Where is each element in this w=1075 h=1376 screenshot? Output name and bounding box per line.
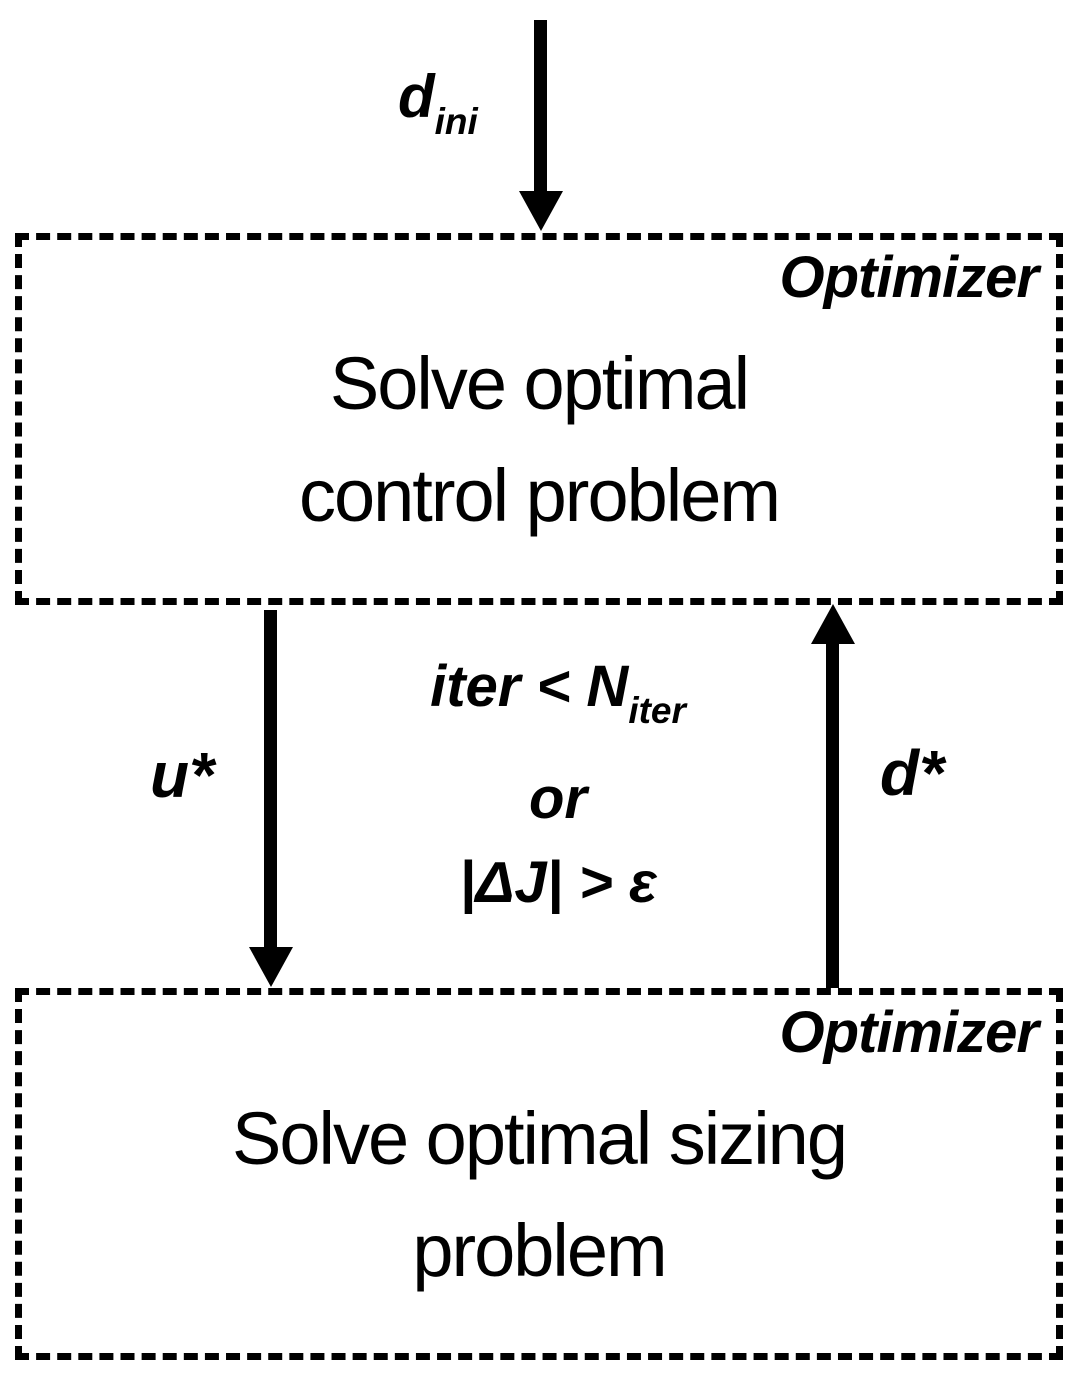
sizing-box-text: Solve optimal sizing problem xyxy=(22,995,1056,1353)
d-star-label: d* xyxy=(880,737,944,809)
d-ini-arrow-shaft xyxy=(534,20,547,196)
control-box-text: Solve optimal control problem xyxy=(22,240,1056,598)
d-star-arrow-head-up-icon xyxy=(811,604,855,644)
loop-condition: iter < Niter or |ΔJ| > ε xyxy=(308,652,808,932)
loop-condition-line2: or xyxy=(529,766,587,831)
optimal-sizing-box: Optimizer Solve optimal sizing problem xyxy=(15,988,1063,1360)
d-ini-arrow xyxy=(519,20,563,231)
d-ini-label-subscript: ini xyxy=(434,101,478,142)
sizing-box-line2: problem xyxy=(412,1209,667,1292)
sizing-box-line1: Solve optimal sizing xyxy=(232,1097,848,1180)
u-star-arrow-shaft xyxy=(264,610,277,952)
loop-condition-line1-base: iter < N xyxy=(430,654,629,719)
control-box-line2: control problem xyxy=(298,454,781,537)
u-star-label: u* xyxy=(150,739,214,811)
sizing-box-optimizer-label: Optimizer xyxy=(779,1000,1039,1065)
d-ini-arrow-head-down-icon xyxy=(519,191,563,231)
control-box-line1: Solve optimal xyxy=(329,342,750,425)
u-star-arrow xyxy=(249,610,293,987)
u-star-arrow-head-down-icon xyxy=(249,947,293,987)
loop-condition-line3: |ΔJ| > ε xyxy=(459,850,657,915)
control-box-optimizer-label: Optimizer xyxy=(779,245,1039,310)
d-ini-label-base: d xyxy=(398,63,435,130)
optimal-control-box: Optimizer Solve optimal control problem xyxy=(15,233,1063,605)
d-ini-label: dini xyxy=(398,62,478,142)
d-star-arrow-shaft xyxy=(826,640,839,988)
loop-condition-line1: iter < Niter xyxy=(308,652,808,731)
loop-condition-line1-subscript: iter xyxy=(628,690,686,731)
d-star-arrow xyxy=(811,604,855,988)
